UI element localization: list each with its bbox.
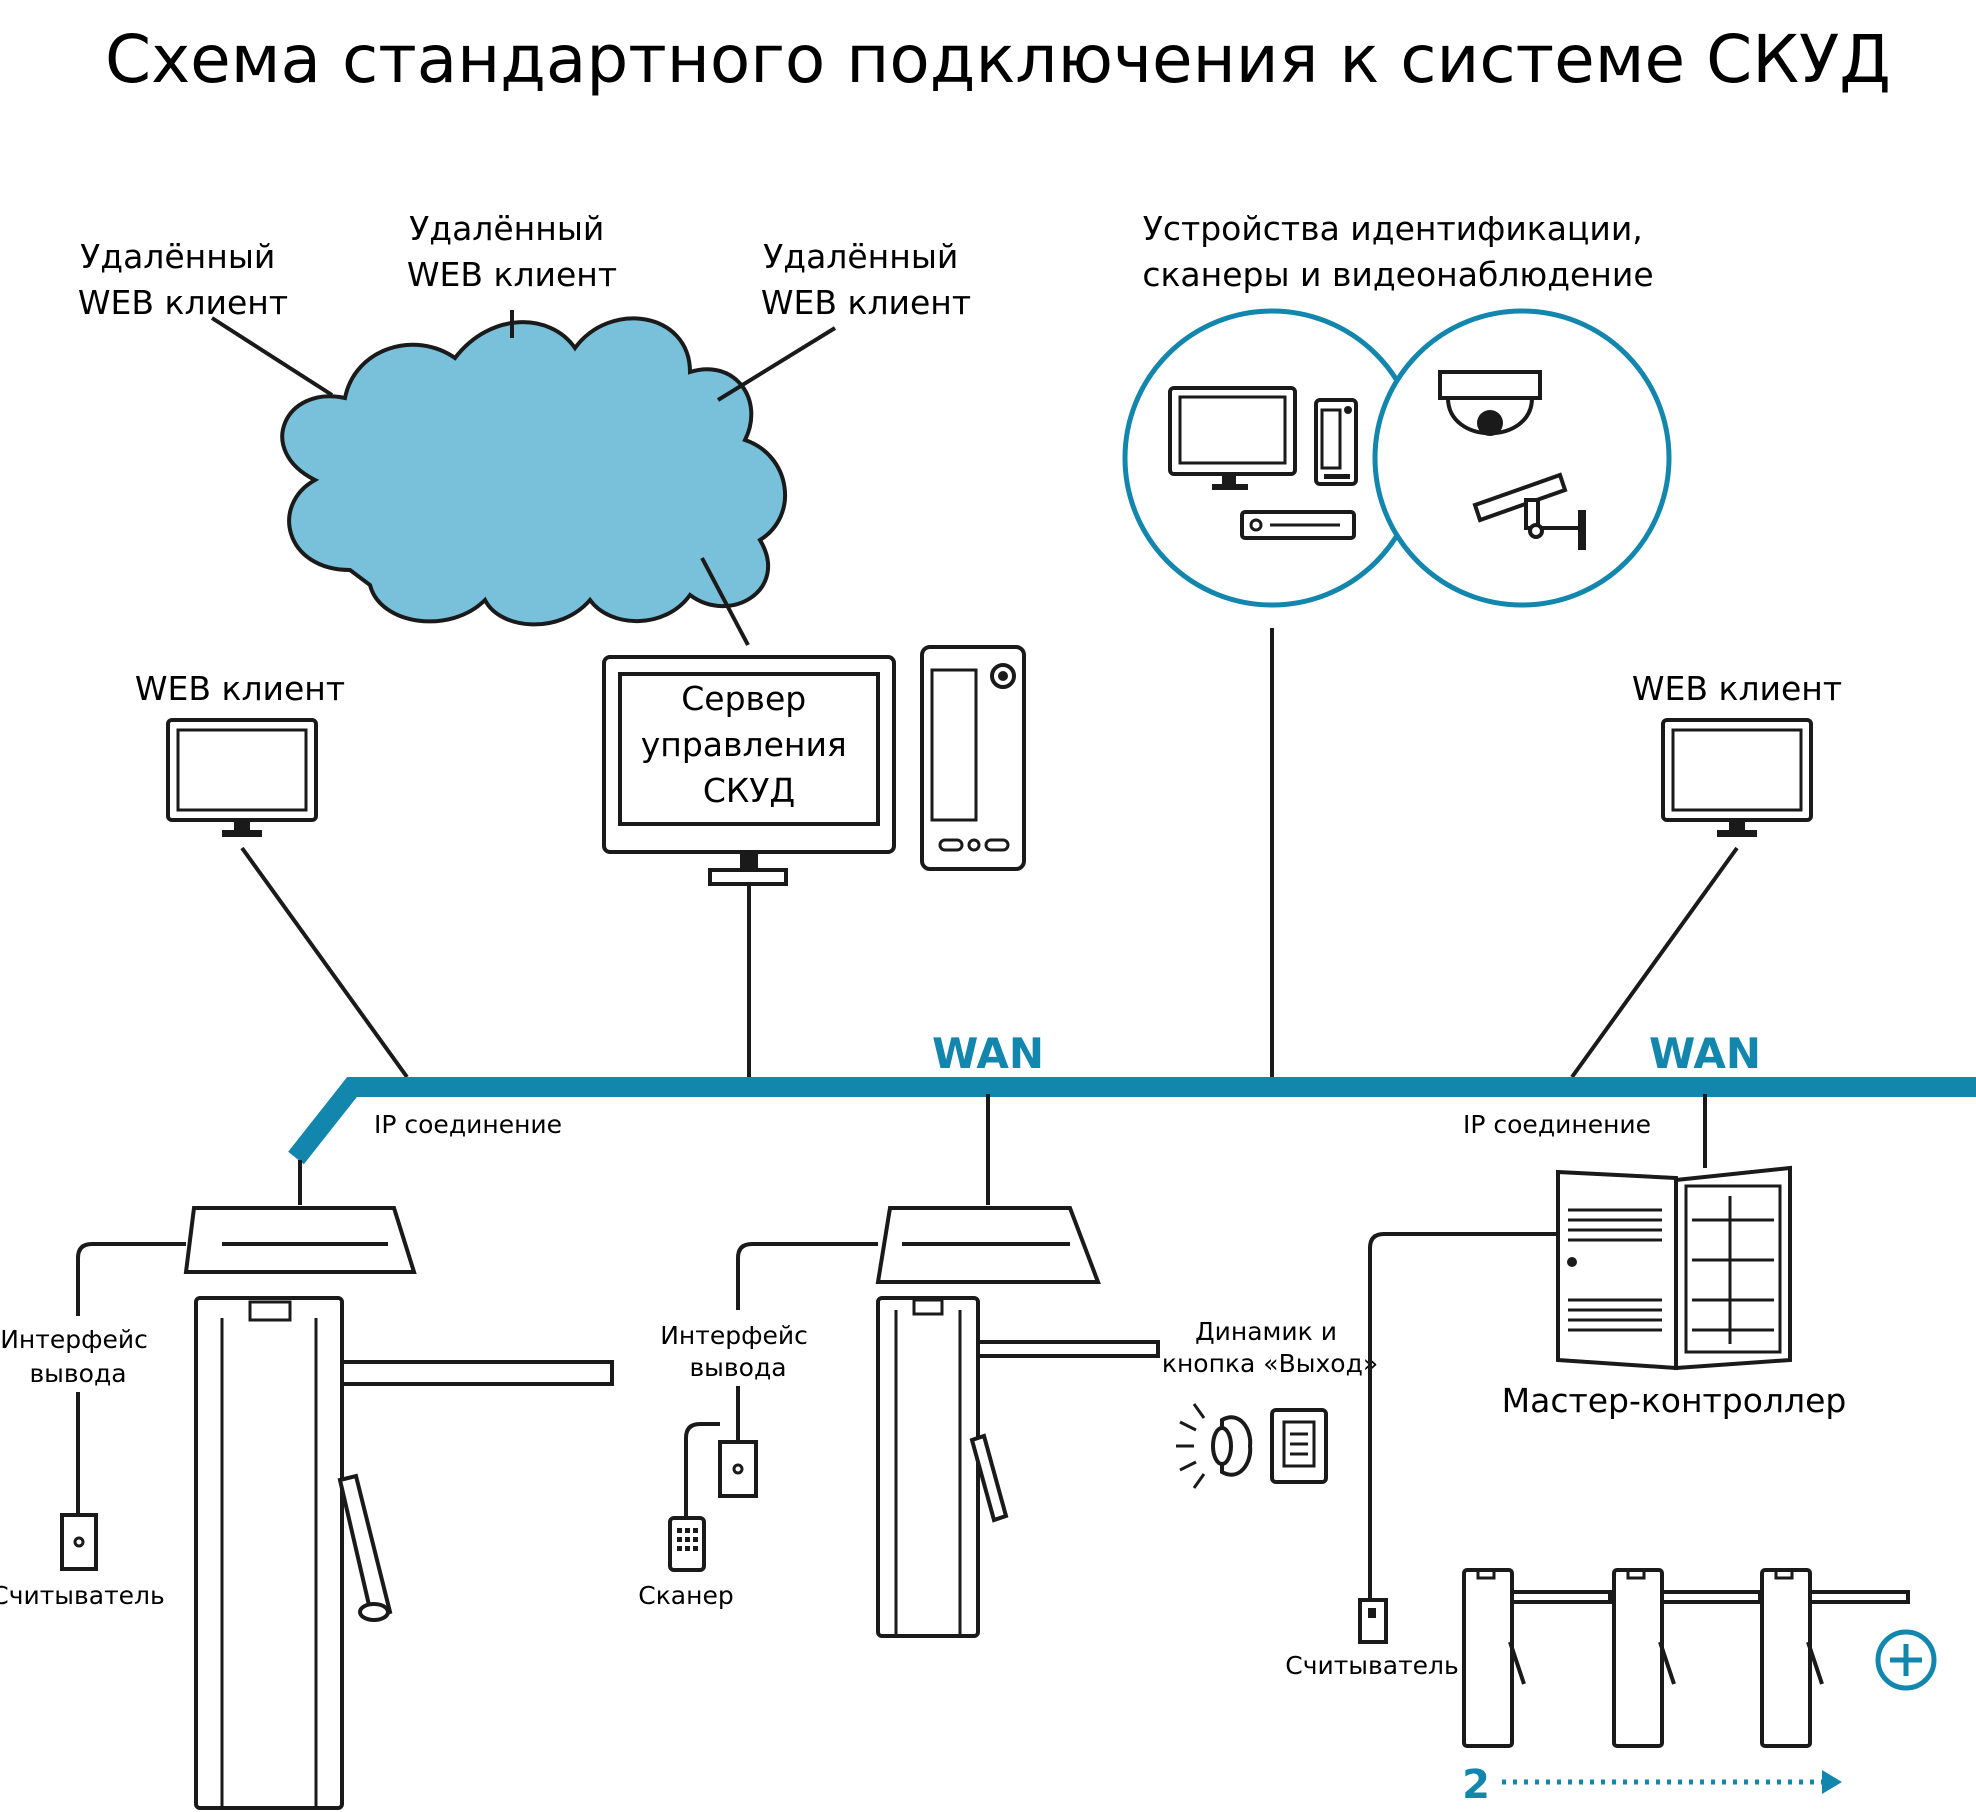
remote-client-right-link: [716, 326, 837, 402]
page-title: Схема стандартного подключения к системе…: [105, 21, 1891, 98]
web-client-right-monitor-icon: [1661, 718, 1813, 837]
speaker-icon: [1176, 1403, 1253, 1489]
exit-button-icon: [1270, 1408, 1328, 1484]
reader-right-icon: [1358, 1598, 1388, 1644]
dvr-icon: [1240, 510, 1356, 540]
controller-cabinet-icon: [1556, 1165, 1792, 1371]
wan-label-2: WAN: [1649, 1029, 1761, 1078]
web-client-left-link: [240, 846, 409, 1079]
output-interface-left-wire: [76, 1242, 186, 1316]
speaker-exit-button-label: Динамик и кнопка «Выход»: [1162, 1317, 1378, 1378]
ip-connection-right-label: IP соединение: [1463, 1110, 1651, 1139]
web-client-right-link: [1570, 846, 1739, 1079]
turnstile-small-icon-1: [1462, 1568, 1612, 1748]
wan-label-1: WAN: [932, 1029, 1044, 1078]
web-client-right-label: WEB клиент: [1632, 669, 1842, 708]
ip-connection-left-label: IP соединение: [374, 1110, 562, 1139]
turnstile-left-icon: [183, 1206, 614, 1810]
remote-client-left-link: [210, 316, 334, 397]
dotted-arrow-right-icon: [1502, 1770, 1842, 1794]
reader-right-label: Считыватель: [1285, 1651, 1459, 1680]
pc-tower-icon: [920, 645, 1026, 871]
remote-web-client-left-label: Удалённый WEB клиент: [78, 237, 288, 322]
card-reader-icon: [1314, 398, 1358, 486]
wan-bus: [288, 1077, 1976, 1165]
server-label: Сервер управления СКУД: [641, 679, 858, 810]
web-client-left-monitor-icon: [166, 718, 318, 837]
turnstile-count-label: 2: [1462, 1762, 1490, 1808]
plus-circle-icon: [1875, 1629, 1937, 1691]
reader-left-label: Считыватель: [0, 1581, 165, 1610]
cameras-circle: [1372, 308, 1672, 608]
output-interface-left-label: Интерфейс вывода: [0, 1325, 156, 1388]
server-monitor-icon: [602, 655, 896, 886]
web-client-left-label: WEB клиент: [135, 669, 345, 708]
output-interface-center-wire: [736, 1242, 878, 1310]
reader-left-icon: [60, 1513, 98, 1571]
remote-web-client-center-label: Удалённый WEB клиент: [407, 209, 617, 294]
scanner-wire: [684, 1422, 720, 1518]
output-interface-center-label: Интерфейс вывода: [660, 1321, 816, 1382]
turnstile-row: [1462, 1568, 1910, 1748]
output-interface-center-icon: [718, 1440, 758, 1498]
turnstile-small-icon-3: [1760, 1568, 1910, 1748]
identification-devices-label: Устройства идентификации, сканеры и виде…: [1142, 209, 1653, 294]
remote-web-client-right-label: Удалённый WEB клиент: [761, 237, 971, 322]
cloud-server-link: [700, 557, 750, 646]
scanner-label: Сканер: [638, 1581, 733, 1610]
turnstile-center-icon: [875, 1206, 1160, 1638]
bullet-camera-icon: [1472, 472, 1586, 550]
master-controller-label: Мастер-контроллер: [1502, 1381, 1847, 1420]
reader-right-wire: [1368, 1232, 1558, 1600]
scanner-icon: [668, 1516, 706, 1572]
cloud-icon: [280, 316, 787, 627]
monitor-icon: [1168, 386, 1297, 490]
turnstile-small-icon-2: [1612, 1568, 1762, 1748]
dome-camera-icon: [1438, 370, 1542, 436]
